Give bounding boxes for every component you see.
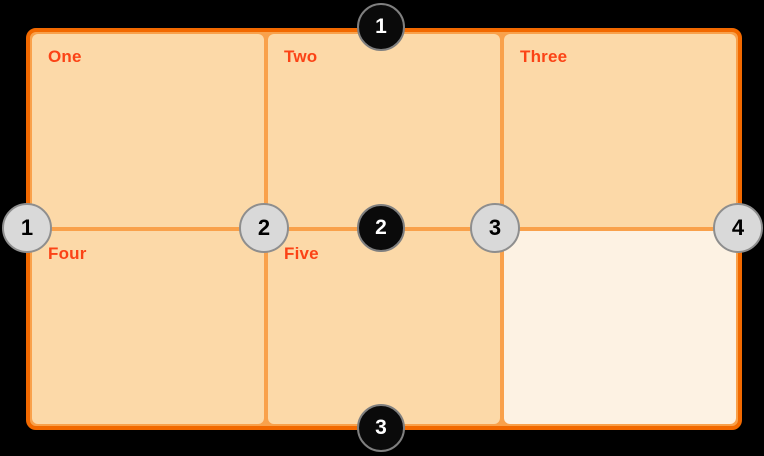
grid-cell-five: Five — [268, 231, 500, 424]
marker-number: 2 — [257, 215, 271, 240]
cell-label: Four — [48, 244, 87, 263]
grid-cell-one: One — [32, 34, 264, 227]
row-line-marker-2: 2 — [357, 204, 405, 252]
grid-cell-three: Three — [504, 34, 736, 227]
cell-label: Three — [520, 47, 568, 66]
column-line-marker-3: 3 — [470, 203, 520, 253]
row-line-marker-1: 1 — [357, 3, 405, 51]
marker-number: 1 — [20, 215, 34, 240]
marker-number: 4 — [731, 215, 745, 240]
column-line-marker-2: 2 — [239, 203, 289, 253]
grid-cell-two: Two — [268, 34, 500, 227]
marker-number: 1 — [375, 15, 387, 38]
marker-number: 3 — [488, 215, 502, 240]
cell-label: Two — [284, 47, 318, 66]
cell-label: One — [48, 47, 82, 66]
cell-label: Five — [284, 244, 319, 263]
grid-container: One Two Three Four Five — [26, 28, 742, 430]
column-line-marker-1: 1 — [2, 203, 52, 253]
grid-cell-four: Four — [32, 231, 264, 424]
marker-number: 2 — [375, 216, 387, 239]
column-line-marker-4: 4 — [713, 203, 763, 253]
grid-cell-empty — [504, 231, 736, 424]
marker-number: 3 — [375, 416, 387, 439]
row-line-marker-3: 3 — [357, 404, 405, 452]
